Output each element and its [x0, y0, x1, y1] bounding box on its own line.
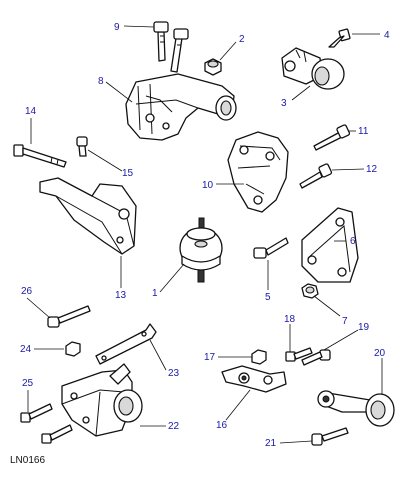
callout-19: 19: [358, 322, 370, 333]
part-7-nut: [301, 283, 319, 299]
callout-6: 6: [350, 236, 356, 247]
part-8-engine-bracket: [125, 73, 237, 141]
callout-4: 4: [384, 30, 390, 41]
callout-22: 22: [168, 421, 180, 432]
part-12-bolt: [299, 163, 333, 189]
part-15-bolt: [76, 136, 88, 157]
part-19-bolt: [301, 349, 331, 366]
callout-5: 5: [265, 292, 271, 303]
part-20-torque-arm: [317, 390, 395, 427]
part-11-bolt: [313, 124, 351, 151]
part-5-bolt: [253, 237, 289, 259]
part-21-bolt: [311, 427, 349, 446]
part-23-strap: [95, 323, 157, 365]
part-13-long-bracket: [39, 177, 137, 255]
part-3-rubber-mount: [281, 47, 345, 90]
part-1-engine-mount: [179, 217, 223, 283]
callout-9: 9: [114, 22, 120, 33]
callout-14: 14: [25, 106, 37, 117]
callout-2: 2: [239, 34, 245, 45]
leader-lines: [26, 25, 383, 444]
part-9-bolts: [153, 21, 189, 73]
callout-16: 16: [216, 420, 228, 431]
part-26-bolt: [47, 305, 91, 328]
callout-15: 15: [122, 168, 134, 179]
part-17-nut: [251, 349, 267, 365]
callout-21: 21: [265, 438, 277, 449]
part-22-lower-mount: [61, 363, 143, 437]
callout-11: 11: [358, 126, 369, 137]
callout-8: 8: [98, 76, 104, 87]
part-18-bolt: [285, 347, 313, 362]
callout-13: 13: [115, 290, 127, 301]
callout-26: 26: [21, 286, 33, 297]
part-24-nut: [65, 341, 81, 357]
callout-25: 25: [22, 378, 34, 389]
callout-7: 7: [342, 316, 348, 327]
part-16-link-bracket: [221, 365, 287, 393]
callout-23: 23: [168, 368, 180, 379]
callout-10: 10: [202, 180, 214, 191]
part-10-mounting-bracket: [227, 131, 289, 213]
part-4-bolt: [328, 28, 351, 48]
reference-code: LN0166: [10, 455, 45, 466]
callout-3: 3: [281, 98, 287, 109]
callout-1: 1: [152, 288, 158, 299]
callout-20: 20: [374, 348, 386, 359]
part-2-nut: [204, 58, 222, 76]
part-14-long-bolt: [13, 144, 67, 168]
callout-18: 18: [284, 314, 296, 325]
callout-labels: 1 2 3 4 5 6 7 8 9 10 11 12 13 14 15 16 1…: [10, 22, 390, 466]
part-6-plate-bracket: [301, 207, 359, 283]
part-25-bolts: [20, 403, 73, 444]
callout-24: 24: [20, 344, 32, 355]
callout-17: 17: [204, 352, 216, 363]
callout-12: 12: [366, 164, 378, 175]
